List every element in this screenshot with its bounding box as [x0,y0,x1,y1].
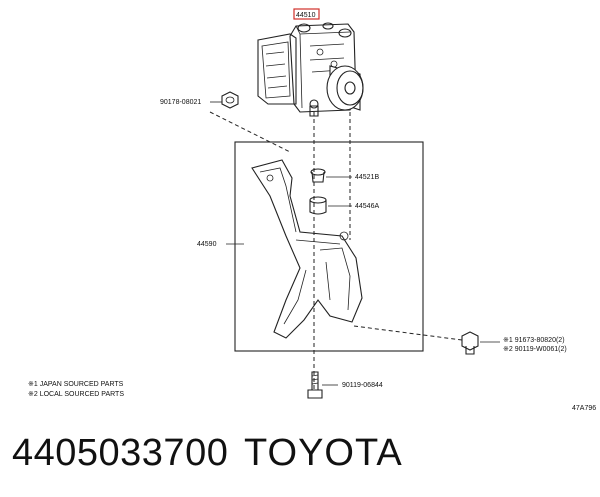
ref-code: 47A796 [572,405,596,412]
bushing-top-part: 44521B [310,168,379,183]
brand-name: TOYOTA [244,432,403,474]
callout-bushing-bottom: 44546A [355,203,379,210]
callout-assembly: 44510 [296,12,316,19]
bottom-bolt-part: 90119-06844 [307,371,383,399]
note-local-sourced: ※2 LOCAL SOURCED PARTS [28,391,124,398]
callout-nut: 90178-08021 [160,99,201,106]
nut-part: 90178-08021 [160,91,239,109]
note-japan-sourced: ※1 JAPAN SOURCED PARTS [28,381,124,388]
callout-bottom-bolt: 90119-06844 [342,382,383,389]
callout-bushing-top: 44521B [355,174,379,181]
callout-bolt-1: ※1 91673-80820(2) [503,337,565,344]
part-caption: 4405033700 TOYOTA [12,432,592,488]
abs-actuator-assembly: 44510 [257,8,364,117]
bushing-bottom-part: 44546A [309,196,379,215]
callout-bracket: 44590 [197,241,217,248]
bracket-frame [234,141,424,352]
callout-bolt-2: ※2 90119-W0061(2) [503,346,567,353]
side-bolt-part: ※1 91673-80820(2) ※2 90119-W0061(2) [353,325,567,355]
part-number: 4405033700 [12,432,229,474]
bracket-part: 44590 [197,159,363,339]
